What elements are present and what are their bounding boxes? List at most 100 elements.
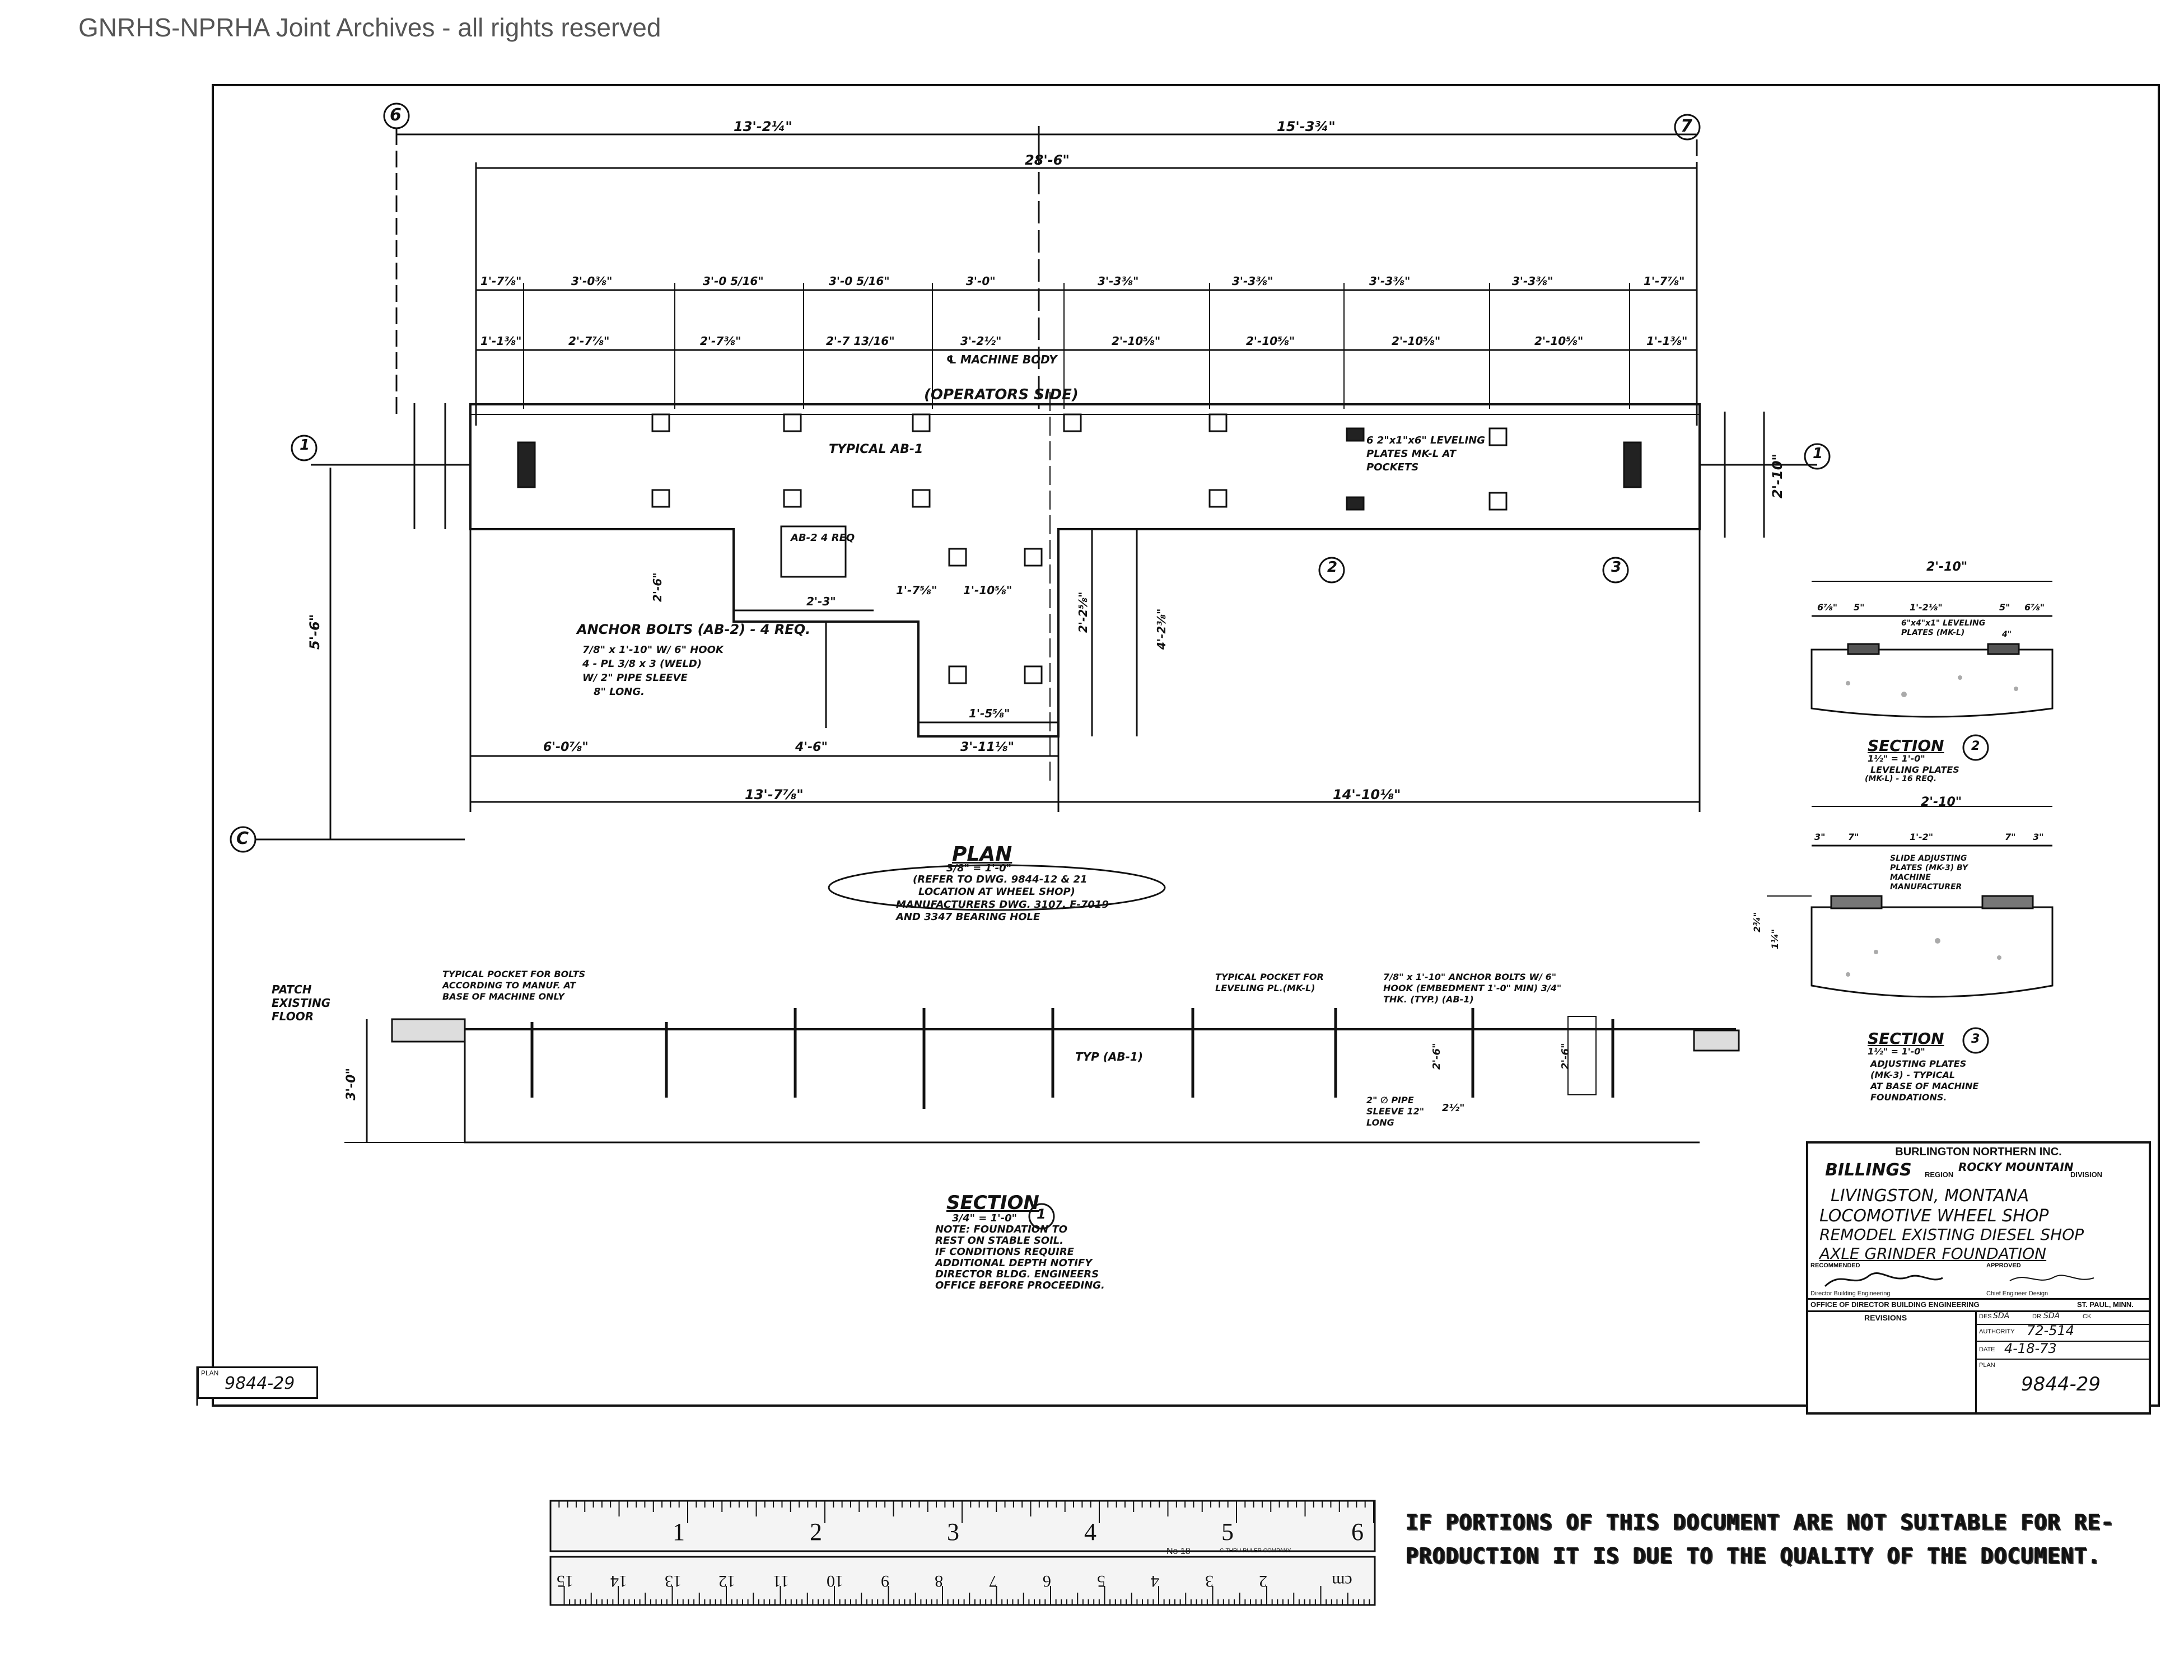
lower-dim-5: 2'-3" xyxy=(806,595,836,608)
measuring-ruler: 1 2 3 4 5 6 No 18 C-THRU RULER COMPANY c… xyxy=(550,1501,1375,1605)
row2-dim-4: 2'-7 13/16" xyxy=(826,334,895,348)
note-anchor-l4: 8" LONG. xyxy=(594,686,645,698)
ruler-cm-label: cm xyxy=(1332,1572,1352,1590)
sec2-dim-5: 6⅞" xyxy=(2024,602,2045,613)
row2-dim-1: 1'-1⅜" xyxy=(480,334,522,348)
tb-date: DATE xyxy=(1979,1346,1995,1353)
row2-dim-9: 2'-10⅝" xyxy=(1534,334,1584,348)
sec3-caption-2: (MK-3) - TYPICAL xyxy=(1870,1070,1956,1080)
sec1-anchor-note: 7/8" x 1'-10" ANCHOR BOLTS W/ 6" HOOK (E… xyxy=(1383,972,1562,1005)
row1-dim-7: 3'-3⅜" xyxy=(1232,274,1273,288)
repro-notice-line-2: PRODUCTION IT IS DUE TO THE QUALITY OF T… xyxy=(1406,1543,2101,1568)
tb-date-val: 4-18-73 xyxy=(2004,1341,2057,1356)
plan-scale: 3/8" = 1'-0" xyxy=(946,862,1012,874)
ruler-cm-label: 6 xyxy=(1043,1572,1051,1590)
sec2-dim-1: 6⅞" xyxy=(1817,602,1838,613)
tb-region-hand: BILLINGS xyxy=(1825,1160,1912,1180)
sec1-note-2: REST ON STABLE SOIL. xyxy=(935,1235,1064,1247)
sec2-label-2: 4" xyxy=(2002,630,2012,639)
tb-company: BURLINGTON NORTHERN INC. xyxy=(1895,1146,2062,1158)
row2-dim-2: 2'-7⅞" xyxy=(568,334,610,348)
section-marker-2-plan: 2 xyxy=(1327,559,1338,576)
pocket-symbols xyxy=(517,413,1642,684)
plan-corner-label: PLAN xyxy=(201,1369,219,1377)
tb-dr: DR xyxy=(2032,1313,2041,1320)
tb-authority-val: 72-514 xyxy=(2027,1323,2075,1338)
sec3-dim-3: 1'-2" xyxy=(1910,832,1934,842)
dim-top-right: 15'-3¾" xyxy=(1277,119,1336,134)
dim-right-height: 2'-10" xyxy=(1770,454,1785,498)
ruler-cm-label: 10 xyxy=(827,1572,843,1590)
dim-bottom-right: 14'-10⅛" xyxy=(1333,787,1401,802)
tb-signatures xyxy=(1824,1272,2094,1287)
ruler-inch-4: 4 xyxy=(1084,1518,1096,1546)
sec2-marker-number: 2 xyxy=(1971,739,1980,753)
row2-dim-3: 2'-7⅜" xyxy=(700,334,741,348)
ruler-cm-label: 9 xyxy=(880,1572,889,1590)
sec2-scale: 1½" = 1'-0" xyxy=(1868,753,1925,764)
note-machine-body: ℄ MACHINE BODY xyxy=(946,353,1057,366)
ruler-cm-label: 3 xyxy=(1205,1572,1214,1590)
sec3-marker-number: 3 xyxy=(1971,1032,1980,1046)
ruler-brand: No 18 xyxy=(1166,1547,1191,1556)
sec1-sleeve-note: 2" ∅ PIPE SLEEVE 12" LONG xyxy=(1366,1095,1425,1128)
sec3-dim-2: 7" xyxy=(1848,832,1859,842)
plan-ref-3: MANUFACTURERS DWG. 3107, E-7019 xyxy=(896,899,1109,911)
tb-approved: APPROVED xyxy=(1986,1262,2021,1269)
ruler-cm-label: 12 xyxy=(718,1572,735,1590)
ruler-cm-label: 8 xyxy=(935,1572,943,1590)
ruler-cm-label: 15 xyxy=(556,1572,573,1590)
plan-ref-2: LOCATION AT WHEEL SHOP) xyxy=(918,886,1075,898)
row2-dim-8: 2'-10⅝" xyxy=(1392,334,1441,348)
tb-rec-title: Director Building Engineering xyxy=(1810,1290,1891,1297)
sec3-side-dim-1: 2¾" xyxy=(1752,912,1762,932)
tb-division-hand: ROCKY MOUNTAIN xyxy=(1958,1160,2074,1174)
sec3-caption-3: AT BASE OF MACHINE xyxy=(1870,1081,1979,1091)
row1-dim-3: 3'-0 5/16" xyxy=(703,274,764,288)
sec2-top-dim: 2'-10" xyxy=(1926,560,1968,574)
sec2-label-1: 6"x4"x1" LEVELING PLATES (MK-L) xyxy=(1901,619,1986,637)
row2-dim-6: 2'-10⅝" xyxy=(1112,334,1161,348)
ruler-cm-label: 7 xyxy=(988,1572,997,1590)
row1-dim-10: 1'-7⅞" xyxy=(1644,274,1685,288)
sec3-top-dim: 2'-10" xyxy=(1921,795,1962,809)
tb-region-word: REGION xyxy=(1925,1170,1954,1179)
sec1-pocket-note-1: TYPICAL POCKET FOR BOLTS ACCORDING TO MA… xyxy=(442,969,586,1002)
sec2-dim-3: 1'-2⅛" xyxy=(1910,602,1943,613)
row1-dim-9: 3'-3⅜" xyxy=(1512,274,1553,288)
plan-corner-number: 9844-29 xyxy=(225,1374,295,1393)
grid-label-c: C xyxy=(236,829,249,848)
lower-dim-2: 4'-6" xyxy=(795,740,828,754)
section-marker-1-plan-right: 1 xyxy=(1813,445,1823,462)
note-ab2: AB-2 4 REQ xyxy=(791,532,855,544)
tb-des: DES xyxy=(1979,1313,1992,1320)
sec1-note-5: DIRECTOR BLDG. ENGINEERS xyxy=(935,1268,1099,1280)
repro-notice-line-1: IF PORTIONS OF THIS DOCUMENT ARE NOT SUI… xyxy=(1406,1510,2115,1534)
sec1-typ-ab1: TYP (AB-1) xyxy=(1075,1050,1143,1063)
section-marker-1-plan: 1 xyxy=(300,437,310,454)
dim-bottom-left: 13'-7⅞" xyxy=(745,787,804,802)
tb-plan: PLAN xyxy=(1979,1362,1995,1369)
ruler-cm-label: 4 xyxy=(1151,1572,1159,1590)
sheet-border xyxy=(212,84,2160,1407)
note-anchor-l2: 4 - PL 3/8 x 3 (WELD) xyxy=(582,658,702,670)
sec2-caption-2: (MK-L) - 16 REQ. xyxy=(1865,774,1937,783)
tb-city: ST. PAUL, MINN. xyxy=(2077,1300,2134,1309)
sec2-dim-4: 5" xyxy=(1999,602,2010,613)
sec1-scale: 3/4" = 1'-0" xyxy=(952,1212,1018,1224)
note-typical-ab1: TYPICAL AB-1 xyxy=(829,442,923,456)
sec3-label: SLIDE ADJUSTING PLATES (MK-3) BY MACHINE… xyxy=(1890,854,1968,892)
sec1-dim-a: 2'-6" xyxy=(1431,1043,1443,1070)
sec3-dim-1: 3" xyxy=(1814,832,1826,842)
note-leveling-plates: 6 2"x1"x6" LEVELING PLATES MK-L AT POCKE… xyxy=(1366,435,1485,473)
lower-dim-8: 2'-6" xyxy=(651,572,664,602)
grid-label-6: 6 xyxy=(390,105,402,125)
ruler-inch-6: 6 xyxy=(1351,1518,1364,1546)
archive-banner: GNRHS-NPRHA Joint Archives - all rights … xyxy=(78,13,661,42)
tb-line-1: LIVINGSTON, MONTANA xyxy=(1831,1186,2029,1206)
sec2-title: SECTION xyxy=(1868,736,1944,755)
row2-dim-5: 3'-2½" xyxy=(960,334,1002,348)
sec1-note-6: OFFICE BEFORE PROCEEDING. xyxy=(935,1280,1105,1291)
